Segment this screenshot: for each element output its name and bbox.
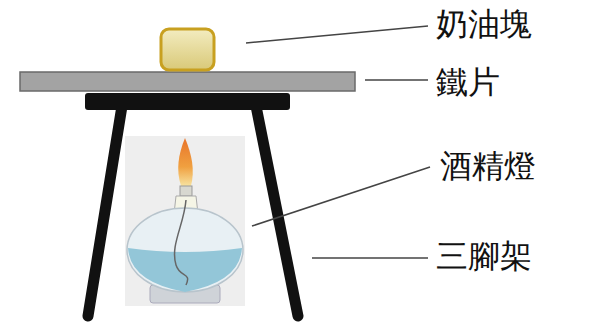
iron-plate xyxy=(20,72,355,91)
butter-block xyxy=(161,29,214,70)
tripod xyxy=(85,93,298,316)
leader-lines xyxy=(246,26,430,258)
part-label: 三腳架 xyxy=(436,240,532,272)
alcohol-lamp xyxy=(127,138,243,303)
part-label: 鐵片 xyxy=(436,66,500,98)
part-label: 酒精燈 xyxy=(440,150,536,182)
part-label: 奶油塊 xyxy=(436,8,532,40)
lamp-backdrop xyxy=(125,136,245,306)
